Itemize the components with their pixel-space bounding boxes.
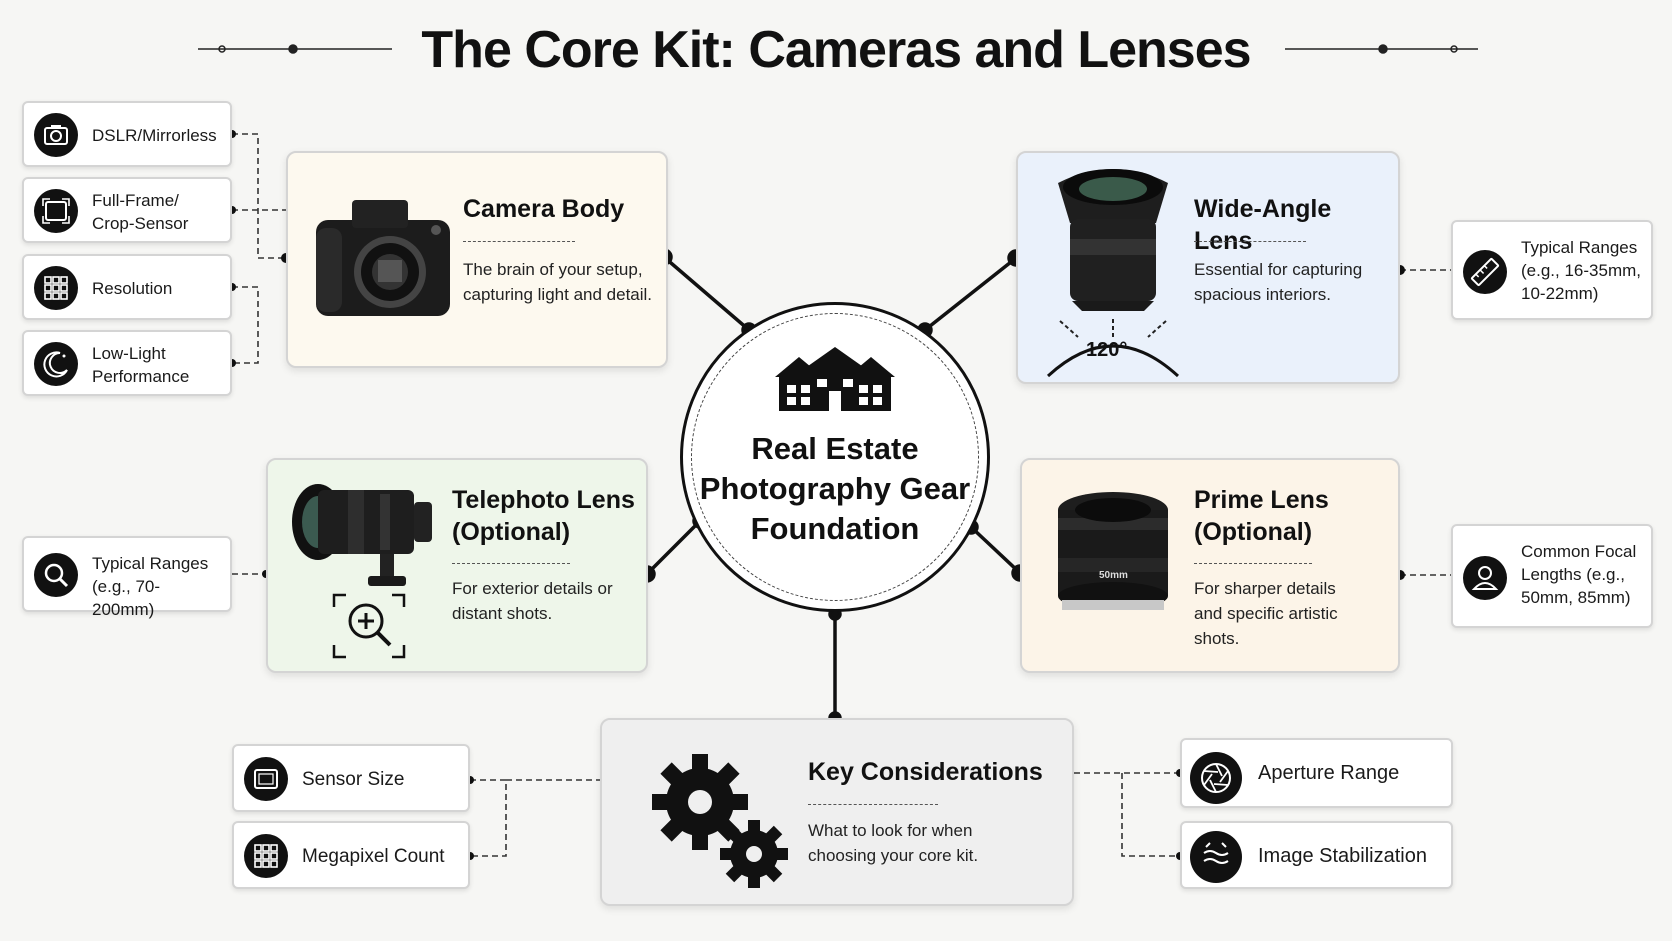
pill-aperture-range: Aperture Range (1180, 738, 1453, 808)
pill-telephoto-ranges: Typical Ranges (e.g., 70-200mm) (22, 536, 232, 619)
telephoto-description: For exterior details or distant shots. (452, 579, 613, 623)
pill-image-stabilization: Image Stabilization (1180, 821, 1453, 889)
pill-prime-lengths: Common Focal Lengths (e.g., 50mm, 85mm) (1451, 524, 1653, 628)
pill-label: DSLR/Mirrorless (92, 126, 217, 145)
wide-angle-card: 120° Wide-Angle Lens Essential for captu… (1016, 151, 1400, 384)
wide-angle-divider (1194, 241, 1306, 242)
pill-label: Low-Light Performance (92, 344, 190, 386)
prime-title: Prime Lens (Optional) (1194, 486, 1329, 546)
grid-icon (34, 266, 78, 310)
key-considerations-description: What to look for when choosing your core… (808, 821, 979, 865)
camera-body-divider (463, 241, 575, 242)
ruler-icon (1463, 250, 1507, 294)
key-considerations-title: Key Considerations (808, 758, 1043, 786)
search-icon (34, 553, 78, 597)
telephoto-divider (452, 563, 570, 564)
page-title: The Core Kit: Cameras and Lenses (421, 21, 1251, 79)
pill-label: Common Focal Lengths (e.g., 50mm, 85mm) (1521, 542, 1637, 607)
moon-icon (34, 342, 78, 386)
pill-low-light: Low-Light Performance (22, 330, 232, 396)
aperture-icon (1190, 752, 1242, 804)
gears-icon (652, 754, 788, 888)
key-considerations-card: Key Considerations What to look for when… (600, 718, 1074, 906)
pill-label: Sensor Size (302, 769, 405, 790)
sensor-frame-icon (34, 189, 78, 233)
title-ornament-right (1285, 44, 1478, 54)
camera-body-title: Camera Body (463, 195, 625, 223)
prime-card: 50mm Prime Lens (Optional) For sharper d… (1020, 458, 1400, 673)
wide-angle-degree-label: 120° (1086, 339, 1128, 361)
camera-body-description: The brain of your setup, capturing light… (463, 260, 653, 304)
title-ornament-left (198, 44, 392, 54)
pill-label: Typical Ranges (e.g., 70-200mm) (92, 554, 209, 619)
prime-lens-illustration (1058, 492, 1168, 610)
pill-sensor-size: Sensor Size (232, 744, 470, 812)
side-connectors (232, 133, 1451, 857)
pill-label: Image Stabilization (1258, 845, 1427, 867)
hub-inner-ring (691, 313, 979, 601)
pill-wide-ranges: Typical Ranges (e.g., 16-35mm, 10-22mm) (1451, 220, 1653, 320)
camera-icon (34, 113, 78, 157)
pill-label: Typical Ranges (e.g., 16-35mm, 10-22mm) (1521, 238, 1641, 303)
pill-label: Megapixel Count (302, 846, 445, 867)
pill-label: Resolution (92, 279, 173, 298)
prime-divider (1194, 563, 1312, 564)
prime-description: For sharper details and specific artisti… (1194, 579, 1338, 648)
stabilization-icon (1190, 831, 1242, 883)
wide-angle-description: Essential for capturing spacious interio… (1194, 260, 1363, 304)
grid-icon (244, 834, 288, 878)
pill-megapixel-count: Megapixel Count (232, 821, 470, 889)
camera-body-card: Camera Body The brain of your setup, cap… (286, 151, 668, 368)
pill-label: Aperture Range (1258, 762, 1400, 784)
camera-body-illustration (316, 200, 450, 316)
telephoto-title: Telephoto Lens (Optional) (452, 486, 635, 546)
prime-lens-label: 50mm (1099, 570, 1128, 581)
pill-resolution: Resolution (22, 254, 232, 320)
sensor-icon (244, 757, 288, 801)
houses-icon (775, 347, 895, 411)
pill-full-frame: Full-Frame/ Crop-Sensor (22, 177, 232, 243)
pill-dslr-mirrorless: DSLR/Mirrorless (22, 101, 232, 167)
key-considerations-divider (808, 804, 938, 805)
zoom-in-icon (332, 593, 406, 659)
pill-label: Full-Frame/ Crop-Sensor (92, 191, 189, 233)
hub-title: Real Estate Photography Gear Foundation (699, 431, 971, 546)
wide-angle-title: Wide-Angle Lens (1194, 195, 1332, 255)
central-hub: Real Estate Photography Gear Foundation (680, 302, 990, 612)
wide-angle-lens-illustration (1046, 169, 1180, 378)
telephoto-card: Telephoto Lens (Optional) For exterior d… (266, 458, 648, 673)
telephoto-lens-illustration (292, 484, 432, 586)
person-icon (1463, 556, 1507, 600)
